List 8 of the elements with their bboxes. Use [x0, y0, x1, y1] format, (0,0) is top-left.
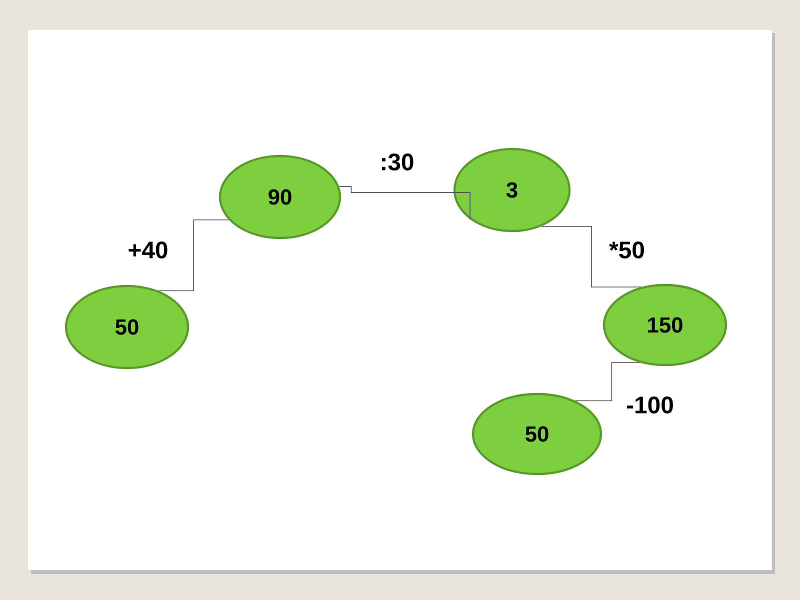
edge-label: :30: [378, 152, 416, 172]
edge-label: +40: [126, 240, 170, 260]
edge-label: -100: [624, 394, 676, 416]
connector-line: [541, 226, 642, 288]
connector-line: [574, 362, 640, 402]
edge-label: *50: [607, 240, 647, 260]
connector-line: [338, 186, 470, 220]
connector-line: [158, 219, 230, 292]
